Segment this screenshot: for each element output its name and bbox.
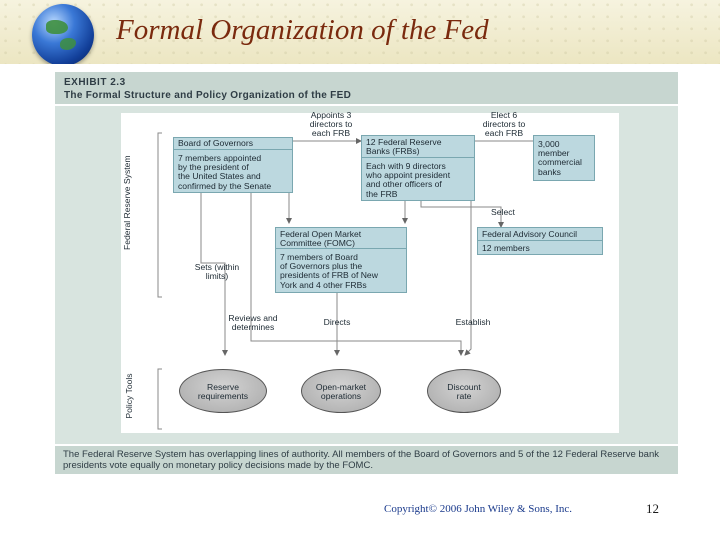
title-banner: Formal Organization of the Fed bbox=[0, 0, 720, 64]
advisory-title: Federal Advisory Council bbox=[482, 230, 577, 239]
frb-body: Each with 9 directors who appoint presid… bbox=[366, 162, 450, 199]
elect-label: Elect 6 directors to each FRB bbox=[475, 111, 533, 139]
appoints-label: Appoints 3 directors to each FRB bbox=[301, 111, 361, 139]
reserve-requirements-ellipse: Reserve requirements bbox=[179, 369, 267, 413]
copyright-text: Copyright© 2006 John Wiley & Sons, Inc. bbox=[384, 503, 572, 515]
board-body: 7 members appointed by the president of … bbox=[178, 154, 271, 191]
sets-label: Sets (within limits) bbox=[177, 263, 257, 281]
establish-label: Establish bbox=[445, 318, 501, 327]
reserve-requirements-label: Reserve requirements bbox=[180, 383, 266, 401]
advisory-body: 12 members bbox=[482, 244, 530, 253]
frb-title: 12 Federal Reserve Banks (FRBs) bbox=[366, 138, 441, 156]
page-number: 12 bbox=[646, 501, 659, 517]
board-title: Board of Governors bbox=[178, 139, 253, 148]
slide-title: Formal Organization of the Fed bbox=[116, 14, 489, 47]
advisory-council-box: Federal Advisory Council 12 members bbox=[477, 227, 603, 255]
exhibit-label: EXHIBIT 2.3 bbox=[64, 77, 126, 88]
open-market-ellipse: Open-market operations bbox=[301, 369, 381, 413]
fomc-title: Federal Open Market Committee (FOMC) bbox=[280, 230, 361, 248]
tools-bracket bbox=[158, 369, 162, 429]
discount-rate-ellipse: Discount rate bbox=[427, 369, 501, 413]
reviews-label: Reviews and determines bbox=[217, 314, 289, 332]
exhibit-footer: The Federal Reserve System has overlappi… bbox=[55, 444, 678, 474]
exhibit-subtitle: The Formal Structure and Policy Organiza… bbox=[64, 90, 351, 101]
board-of-governors-box: Board of Governors 7 members appointed b… bbox=[173, 137, 293, 193]
select-label: Select bbox=[481, 208, 525, 217]
fomc-body: 7 members of Board of Governors plus the… bbox=[280, 253, 378, 290]
system-bracket bbox=[158, 133, 162, 297]
globe-icon bbox=[32, 4, 94, 64]
exhibit-caption: The Federal Reserve System has overlappi… bbox=[63, 449, 673, 471]
federal-reserve-banks-box: 12 Federal Reserve Banks (FRBs) Each wit… bbox=[361, 135, 475, 201]
directs-label: Directs bbox=[315, 318, 359, 327]
policy-tools-label: Policy Tools bbox=[124, 372, 134, 420]
establish-line bbox=[465, 201, 471, 355]
federal-reserve-system-label: Federal Reserve System bbox=[122, 170, 132, 250]
exhibit-header: EXHIBIT 2.3 The Formal Structure and Pol… bbox=[55, 72, 678, 106]
discount-rate-label: Discount rate bbox=[428, 383, 500, 401]
org-diagram: Federal Reserve System Policy Tools Boar… bbox=[121, 113, 619, 433]
member-banks-body: 3,000 member commercial banks bbox=[538, 140, 582, 177]
fomc-box: Federal Open Market Committee (FOMC) 7 m… bbox=[275, 227, 407, 293]
open-market-label: Open-market operations bbox=[302, 383, 380, 401]
member-banks-box: 3,000 member commercial banks bbox=[533, 135, 595, 181]
